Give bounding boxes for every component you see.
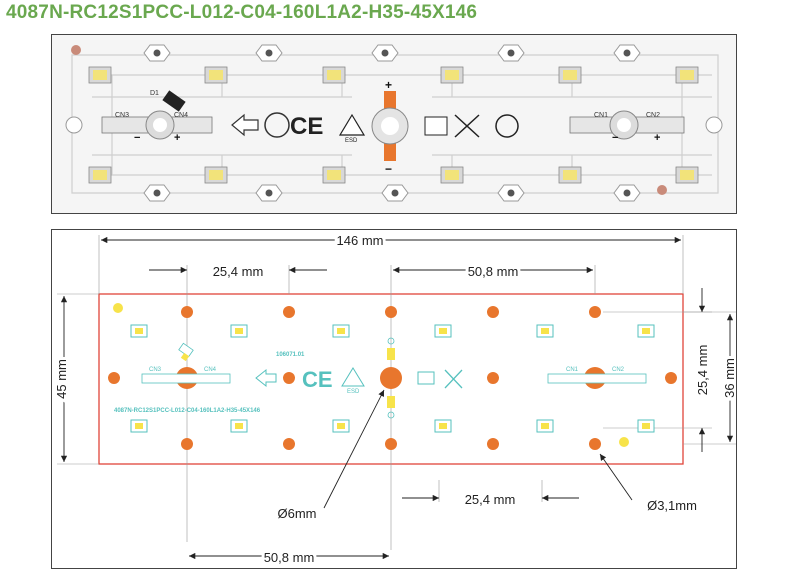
fiducial-yellow-bottom-right (619, 437, 629, 447)
drawing-connector-right: CN1 CN2 (547, 367, 647, 384)
dim-height: 45 mm (54, 359, 69, 399)
photo-center-minus: − (385, 162, 392, 176)
drawing-cn4-label: CN4 (204, 367, 217, 373)
photo-d1-label: D1 (150, 90, 159, 97)
drawing-weee-icon (444, 369, 463, 389)
photo-cn1-label: CN1 (594, 112, 608, 119)
photo-weee-icon (454, 114, 480, 138)
drawing-diode (178, 342, 194, 362)
photo-right-plus: + (654, 132, 660, 144)
dim-top-right-pitch: 50,8 mm (468, 264, 519, 279)
photo-right-minus: − (612, 132, 618, 144)
drawing-markings: CE ESD 106071.01 4087N-RC12S1PCC-L012-C0… (114, 352, 463, 414)
leader-lines (323, 389, 633, 509)
dimension-labels: 146 mm 25,4 mm 50,8 mm 45 mm 36 mm 25,4 … (51, 230, 740, 568)
dimension-drawing: 146 mm 25,4 mm 50,8 mm 45 mm 36 mm 25,4 … (51, 229, 740, 569)
drawing-ce-icon: CE (302, 367, 333, 392)
dim-inner-height: 36 mm (722, 358, 736, 398)
product-code-title: 4087N-RC12S1PCC-L012-C04-160L1A2-H35-45X… (6, 2, 478, 23)
drawing-esd-icon (341, 367, 365, 387)
photo-ce-icon: CE (290, 113, 323, 140)
photo-ring-icon (495, 114, 519, 138)
dim-half-height: 25,4 mm (695, 345, 710, 396)
drawing-connector-left: CN3 CN4 (141, 367, 231, 384)
fiducial-mark-bottom-right (657, 185, 667, 195)
extension-lines (57, 235, 736, 550)
pcb-photo-leds-top (88, 66, 699, 84)
drawing-esd-label: ESD (347, 389, 360, 395)
dim-small-hole: Ø3,1mm (647, 498, 697, 513)
dim-center-hole: Ø6mm (278, 506, 317, 521)
pcb-photo-connector-right: CN1 CN2 − + (569, 110, 685, 144)
drawing-cn1-label: CN1 (566, 367, 579, 373)
pcb-photo-top-holes (143, 44, 641, 62)
pcb-photo-graphic: CN3 CN4 − + D1 CE ESD + − (52, 35, 736, 213)
pcb-photo-connector-left: CN3 CN4 − + (101, 110, 213, 144)
photo-diode: D1 (150, 90, 186, 112)
leds-top-row (130, 324, 655, 338)
photo-markings: CE ESD (231, 112, 366, 144)
photo-center-plus: + (385, 78, 392, 92)
dim-bottom-pitch: 25,4 mm (465, 492, 516, 507)
pcb-photo-side-holes (65, 116, 723, 134)
photo-left-plus: + (174, 132, 180, 144)
pcb-photo-leds-bottom (88, 166, 699, 184)
drawing-board-label: 4087N-RC12S1PCC-L012-C04-160L1A2-H35-45X… (114, 408, 261, 414)
photo-arrow-icon (231, 113, 259, 137)
drawing-driver-icon (417, 371, 435, 385)
photo-cn4-label: CN4 (174, 112, 188, 119)
drawing-arrow-icon (255, 368, 277, 388)
photo-esd-label: ESD (345, 138, 358, 144)
dim-overall-width: 146 mm (337, 233, 384, 248)
drawing-board-code: 106071.01 (276, 352, 305, 358)
dim-top-left-pitch: 25,4 mm (213, 264, 264, 279)
fiducial-yellow-top-left (113, 303, 123, 313)
mounting-holes-bottom (181, 438, 601, 450)
photo-compliance-icons (424, 114, 519, 138)
drawing-cn2-label: CN2 (612, 367, 625, 373)
photo-recycle-icon (264, 112, 290, 138)
dimension-lines (60, 236, 734, 560)
dimension-drawing-graphic: 146 mm 25,4 mm 50,8 mm 45 mm 36 mm 25,4 … (51, 230, 740, 568)
photo-esd-icon (338, 113, 366, 136)
pcb-photo: CN3 CN4 − + D1 CE ESD + − (51, 34, 737, 214)
photo-cn2-label: CN2 (646, 112, 660, 119)
mounting-holes-top (181, 306, 601, 318)
photo-center-power: + − (371, 78, 409, 176)
photo-left-minus: − (134, 132, 140, 144)
photo-cn3-label: CN3 (115, 112, 129, 119)
drawing-center-pads (387, 337, 395, 419)
photo-driver-icon (424, 116, 448, 136)
pcb-photo-bottom-holes (143, 184, 641, 202)
drawing-cn3-label: CN3 (149, 367, 162, 373)
fiducial-mark-top-left (71, 45, 81, 55)
leds-bottom-row (130, 419, 655, 433)
dim-bottom-offset: 50,8 mm (264, 550, 315, 565)
